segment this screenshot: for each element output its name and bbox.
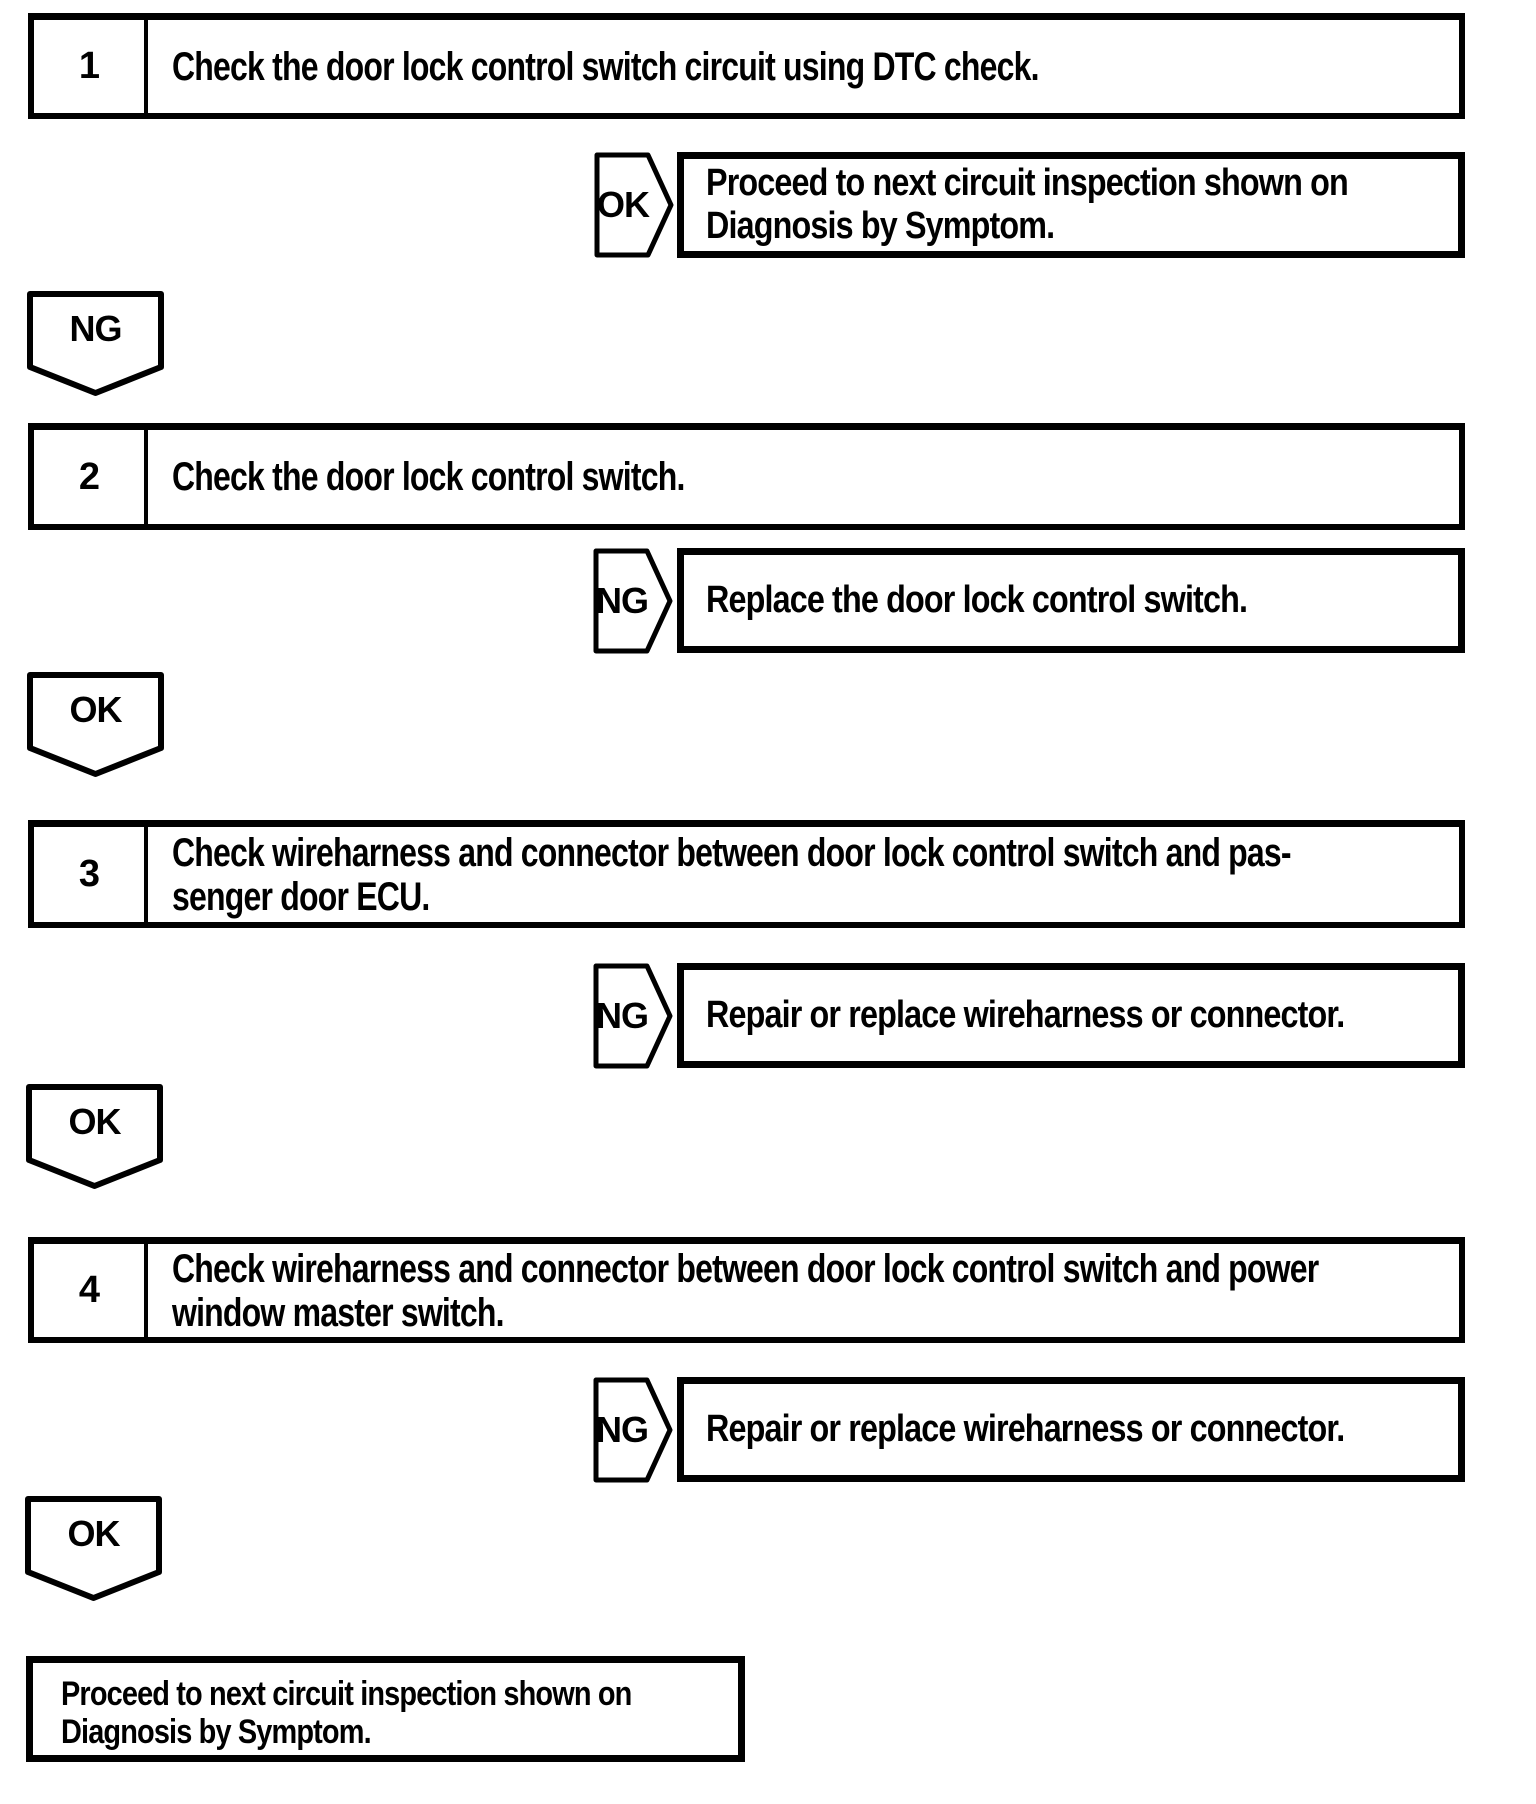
result-box-proceed-1: Proceed to next circuit inspection shown…	[677, 152, 1465, 258]
right-arrow-icon	[593, 963, 673, 1069]
step-3-text: Check wireharness and connector between …	[148, 827, 1536, 922]
ok-connector-2: OK	[26, 1084, 163, 1191]
right-arrow-icon	[593, 1377, 673, 1483]
result-line-1: Replace the door lock control switch.	[706, 579, 1248, 621]
down-pentagon-icon	[26, 1084, 163, 1189]
result-line-1: Repair or replace wireharness or connect…	[706, 1408, 1345, 1450]
result-box-repair-wireharness-2: Repair or replace wireharness or connect…	[677, 1377, 1465, 1482]
result-line-2: Diagnosis by Symptom.	[706, 205, 1055, 247]
step-2-text: Check the door lock control switch.	[148, 430, 1459, 524]
end-line-1: Proceed to next circuit inspection shown…	[61, 1675, 632, 1713]
step-number-label: 1	[78, 45, 100, 87]
down-pentagon-icon	[27, 672, 164, 777]
ok-branch-arrow: OK	[594, 152, 674, 258]
ok-connector-label: OK	[67, 1513, 121, 1554]
step-2-box: 2 Check the door lock control switch.	[28, 423, 1465, 530]
ng-branch-arrow: NG	[593, 548, 673, 654]
step-1-line-1: Check the door lock control switch circu…	[172, 44, 1040, 89]
step-4-line-2: window master switch.	[172, 1290, 505, 1335]
step-3-number: 3	[34, 827, 148, 922]
ok-connector-3: OK	[25, 1496, 162, 1603]
result-box-repair-wireharness-1: Repair or replace wireharness or connect…	[677, 963, 1465, 1068]
step-2-line-1: Check the door lock control switch.	[172, 455, 685, 499]
step-4-line-1: Check wireharness and connector between …	[172, 1246, 1319, 1291]
step-1-number: 1	[34, 20, 148, 113]
ng-branch-arrow: NG	[593, 963, 673, 1069]
end-box-proceed: Proceed to next circuit inspection shown…	[26, 1656, 745, 1762]
step-number-label: 2	[78, 455, 100, 498]
step-3-line-2: senger door ECU.	[172, 874, 430, 919]
ok-connector-label: OK	[69, 689, 123, 730]
right-arrow-icon	[594, 152, 674, 258]
ok-connector-1: OK	[27, 672, 164, 779]
ng-arrow-label: NG	[596, 580, 649, 621]
step-1-box: 1 Check the door lock control switch cir…	[28, 13, 1465, 119]
result-box-replace-switch: Replace the door lock control switch.	[677, 548, 1465, 653]
step-number-label: 4	[78, 1269, 100, 1311]
down-pentagon-icon	[25, 1496, 162, 1601]
ng-connector: NG	[27, 291, 164, 398]
down-pentagon-icon	[27, 291, 164, 396]
step-1-text: Check the door lock control switch circu…	[148, 20, 1459, 113]
step-4-box: 4 Check wireharness and connector betwee…	[28, 1237, 1465, 1343]
step-number-label: 3	[78, 853, 100, 895]
result-line-1: Repair or replace wireharness or connect…	[706, 994, 1345, 1036]
step-4-number: 4	[34, 1244, 148, 1337]
step-3-box: 3 Check wireharness and connector betwee…	[28, 820, 1465, 928]
ng-connector-label: NG	[69, 308, 123, 349]
right-arrow-icon	[593, 548, 673, 654]
step-2-number: 2	[34, 430, 148, 524]
end-line-2: Diagnosis by Symptom.	[61, 1713, 372, 1751]
ok-connector-label: OK	[68, 1101, 122, 1142]
ng-arrow-label: NG	[596, 1409, 649, 1450]
result-line-1: Proceed to next circuit inspection shown…	[706, 162, 1349, 204]
step-4-text: Check wireharness and connector between …	[148, 1244, 1536, 1337]
ng-branch-arrow: NG	[593, 1377, 673, 1483]
step-3-line-1: Check wireharness and connector between …	[172, 830, 1292, 875]
ng-arrow-label: NG	[596, 995, 649, 1036]
ok-arrow-label: OK	[597, 184, 650, 225]
